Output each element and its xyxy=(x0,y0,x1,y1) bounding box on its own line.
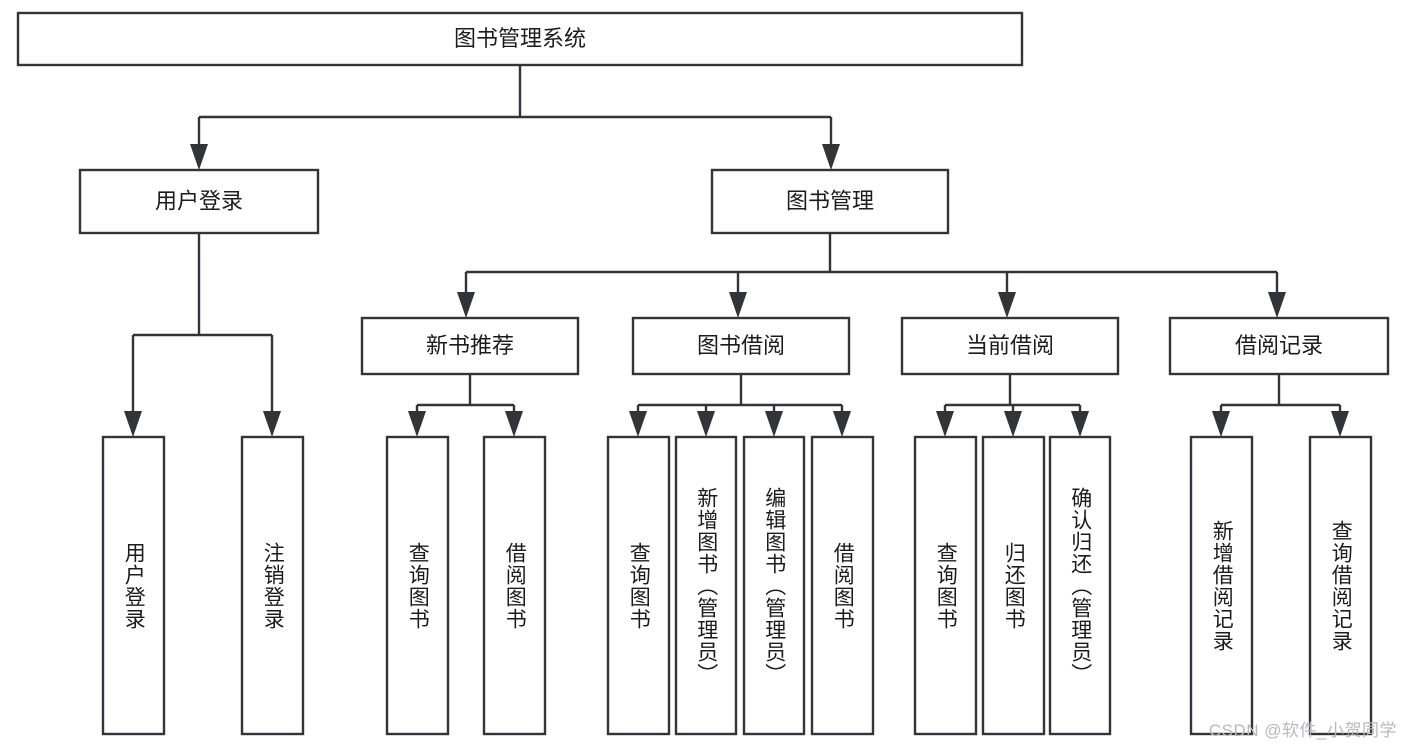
node-box-leaf-query-book-recommend[interactable] xyxy=(385,435,450,736)
node-label-root: 图书管理系统 xyxy=(454,26,586,51)
node-leaf-return-book[interactable] xyxy=(981,435,1046,736)
edge-borrow-leaf2-arrow-icon xyxy=(697,411,715,437)
node-box-book-borrow[interactable] xyxy=(631,316,851,376)
node-box-leaf-query-book-current[interactable] xyxy=(913,435,978,736)
node-leaf-borrow-book[interactable] xyxy=(810,435,875,736)
node-root[interactable] xyxy=(16,11,1024,67)
node-label-borrow-record: 借阅记录 xyxy=(1235,333,1323,358)
node-box-leaf-borrow-book[interactable] xyxy=(810,435,875,736)
watermark-text: CSDN @软件_小贺同学 xyxy=(1208,721,1397,740)
node-book-borrow[interactable] xyxy=(631,316,851,376)
edge-root-to-book-manage-arrow-icon xyxy=(822,144,840,170)
edge-bm-to-borrow-arrow-icon xyxy=(729,292,747,318)
node-box-leaf-return-book[interactable] xyxy=(981,435,1046,736)
node-new-book-recommend[interactable] xyxy=(360,316,580,376)
boxes-layer xyxy=(16,11,1390,736)
node-leaf-query-book-current[interactable] xyxy=(913,435,978,736)
edge-current-leaf1-arrow-icon xyxy=(936,411,954,437)
edge-root-to-user-login-arrow-icon xyxy=(190,144,208,170)
edge-borrow-leaf3-arrow-icon xyxy=(765,411,783,437)
edge-current-leaf2-arrow-icon xyxy=(1004,411,1022,437)
node-leaf-borrow-book-recommend[interactable] xyxy=(482,435,547,736)
node-user-login[interactable] xyxy=(78,168,320,235)
node-box-user-login[interactable] xyxy=(78,168,320,235)
node-leaf-query-book-recommend[interactable] xyxy=(385,435,450,736)
node-label-current-borrow: 当前借阅 xyxy=(966,333,1054,358)
node-label-new-book-recommend: 新书推荐 xyxy=(426,333,514,358)
node-label-book-manage: 图书管理 xyxy=(786,188,874,213)
node-leaf-add-borrow-record[interactable] xyxy=(1189,435,1254,736)
edge-bm-to-recommend-arrow-icon xyxy=(457,292,475,318)
edge-borrow-leaf4-arrow-icon xyxy=(833,411,851,437)
node-box-root[interactable] xyxy=(16,11,1024,67)
node-box-current-borrow[interactable] xyxy=(900,316,1120,376)
edge-borrow-leaf1-arrow-icon xyxy=(629,411,647,437)
edge-recommend-leaf2-arrow-icon xyxy=(505,411,523,437)
edge-user-login-leaf2-arrow-icon xyxy=(263,411,281,437)
edge-current-leaf3-arrow-icon xyxy=(1071,411,1089,437)
edge-bm-to-record-arrow-icon xyxy=(1268,292,1286,318)
node-label-book-borrow: 图书借阅 xyxy=(697,333,785,358)
node-book-manage[interactable] xyxy=(710,168,950,235)
node-box-leaf-edit-book-admin[interactable] xyxy=(742,435,806,736)
edges-layer xyxy=(124,65,1349,437)
node-box-leaf-query-book-borrow[interactable] xyxy=(606,435,671,736)
node-box-book-manage[interactable] xyxy=(710,168,950,235)
node-box-leaf-confirm-return-admin[interactable] xyxy=(1048,435,1112,736)
node-leaf-add-book-admin[interactable] xyxy=(674,435,738,736)
edge-bm-to-current-arrow-icon xyxy=(998,292,1016,318)
edge-record-leaf1-arrow-icon xyxy=(1212,411,1230,437)
node-leaf-edit-book-admin[interactable] xyxy=(742,435,806,736)
node-leaf-query-borrow-record[interactable] xyxy=(1308,435,1373,736)
node-box-leaf-add-book-admin[interactable] xyxy=(674,435,738,736)
node-borrow-record[interactable] xyxy=(1168,316,1390,376)
node-box-new-book-recommend[interactable] xyxy=(360,316,580,376)
node-box-leaf-add-borrow-record[interactable] xyxy=(1189,435,1254,736)
node-leaf-query-book-borrow[interactable] xyxy=(606,435,671,736)
node-box-leaf-user-login[interactable] xyxy=(101,435,166,736)
node-box-leaf-borrow-book-recommend[interactable] xyxy=(482,435,547,736)
edge-record-leaf2-arrow-icon xyxy=(1331,411,1349,437)
node-box-leaf-logout-login[interactable] xyxy=(240,435,305,736)
edge-user-login-leaf1-arrow-icon xyxy=(124,411,142,437)
node-box-leaf-query-borrow-record[interactable] xyxy=(1308,435,1373,736)
node-box-borrow-record[interactable] xyxy=(1168,316,1390,376)
node-label-user-login: 用户登录 xyxy=(155,188,243,213)
node-leaf-logout-login[interactable] xyxy=(240,435,305,736)
edge-recommend-leaf1-arrow-icon xyxy=(408,411,426,437)
node-leaf-user-login[interactable] xyxy=(101,435,166,736)
node-current-borrow[interactable] xyxy=(900,316,1120,376)
node-leaf-confirm-return-admin[interactable] xyxy=(1048,435,1112,736)
